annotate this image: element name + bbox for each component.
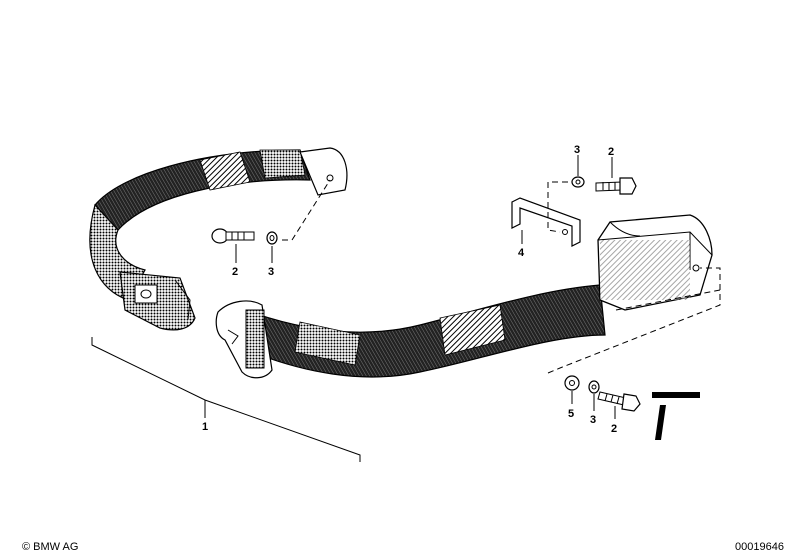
bolt-icon <box>597 391 641 412</box>
retractor-housing-icon <box>597 214 713 311</box>
callout-2-lower-right: 2 <box>611 423 617 435</box>
washer-icon <box>564 375 580 391</box>
belt-buckle-icon <box>119 271 196 331</box>
washer-icon <box>571 176 585 188</box>
lower-belt-strap <box>244 284 606 378</box>
bolt-icon <box>595 177 637 195</box>
callout-3-left: 3 <box>268 266 274 278</box>
callout-1: 1 <box>202 421 208 433</box>
belt-tongue-icon <box>215 300 273 379</box>
callout-4: 4 <box>518 247 525 259</box>
upper-anchor-plate-icon <box>299 147 348 196</box>
callout-5: 5 <box>568 408 574 420</box>
page-marker-icon <box>652 392 700 440</box>
bolt-icon <box>211 228 255 244</box>
washer-icon <box>266 231 278 245</box>
copyright-text: © BMW AG <box>22 541 78 553</box>
washer-icon <box>588 380 600 394</box>
callout-3-upper-right: 3 <box>574 144 580 156</box>
callout-2-left: 2 <box>232 266 238 278</box>
callout-3-lower-right: 3 <box>590 414 596 426</box>
diagram-id: 00019646 <box>735 541 784 553</box>
callout-2-upper-right: 2 <box>608 146 614 158</box>
mounting-bracket-icon <box>511 197 581 247</box>
